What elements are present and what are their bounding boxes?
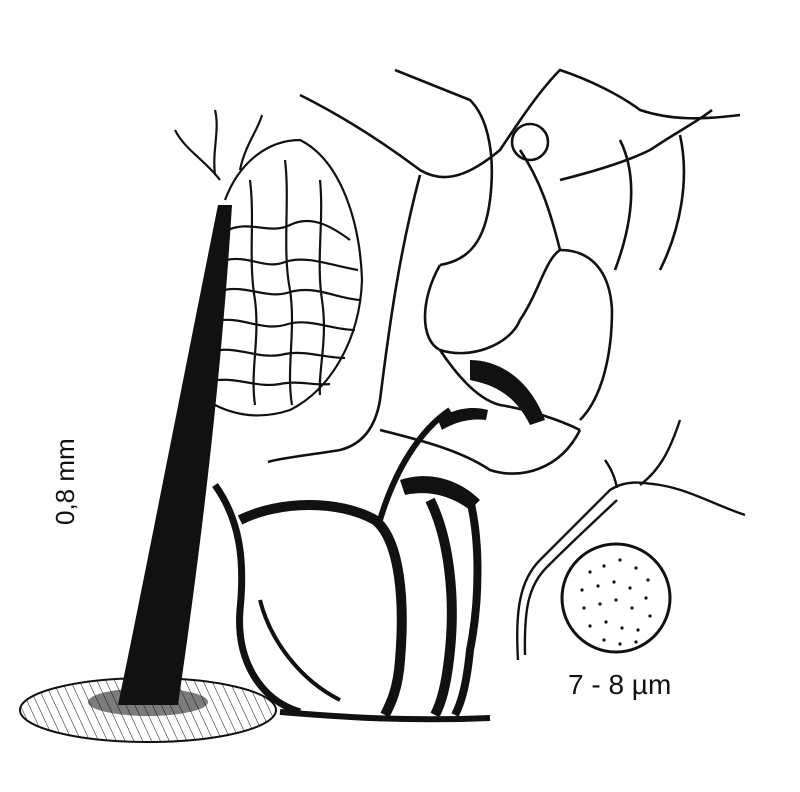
height-scale-label: 0,8 mm: [50, 438, 80, 525]
thick-strands: [400, 360, 545, 510]
capillitium-net: [174, 109, 364, 417]
sporangium-stalk: [118, 205, 232, 705]
hypha-strand: [515, 419, 746, 661]
arch-loops: [212, 407, 482, 718]
spore-size-label: 7 - 8 µm: [568, 669, 671, 700]
plasmodial-network: [267, 68, 741, 475]
substrate-line: [279, 709, 491, 723]
spore: [560, 542, 672, 654]
